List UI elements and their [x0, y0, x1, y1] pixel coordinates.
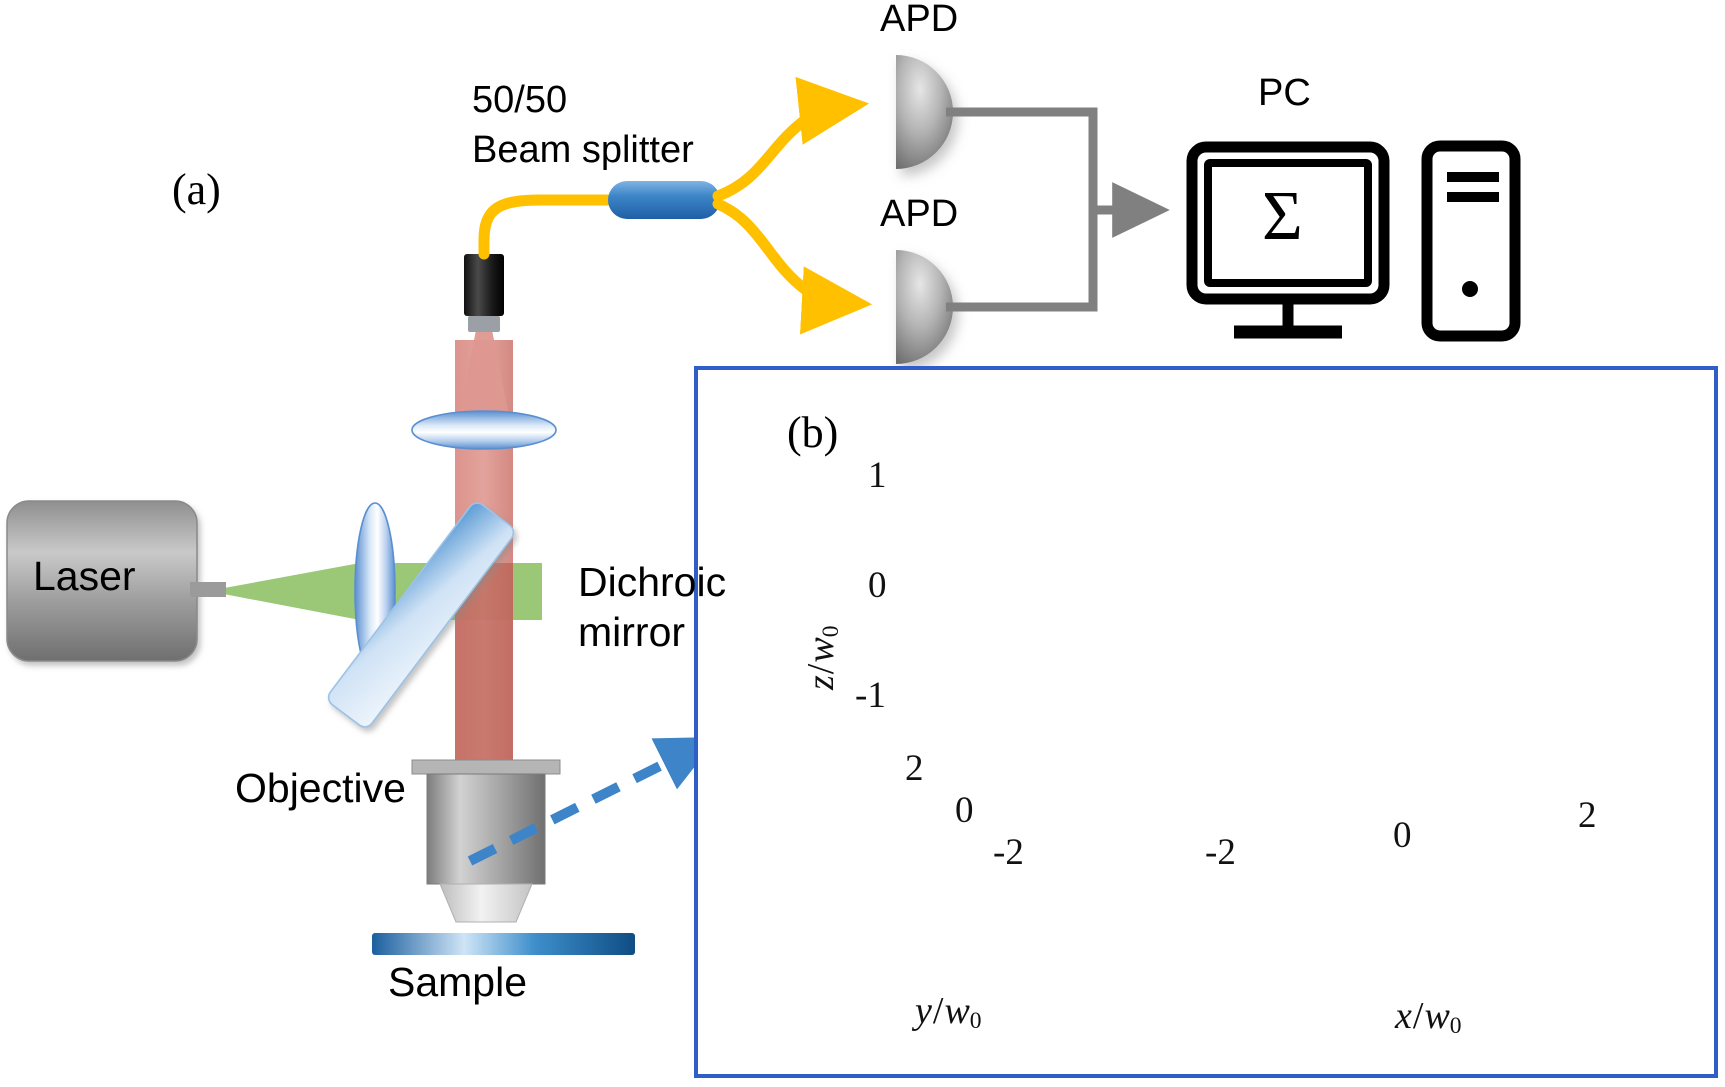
x-tick-2: 2 — [1578, 795, 1597, 836]
x-axis-slash: / — [1412, 995, 1424, 1037]
dichroic-label-line2: mirror — [578, 609, 686, 655]
dichroic-label-line1: Dichroic — [578, 559, 727, 605]
x-tick-0: 0 — [1393, 815, 1412, 856]
z-axis-slash: / — [800, 663, 842, 675]
y-axis-subscript: 0 — [969, 1008, 982, 1035]
laser-output-stub — [190, 582, 226, 597]
z-axis-label-text: z — [800, 675, 842, 690]
panel-a-label: (a) — [172, 165, 221, 214]
x-axis-label: x/w0 — [1395, 995, 1462, 1040]
fiber-to-apd-bottom — [712, 198, 873, 335]
z-axis-w: w — [800, 637, 842, 663]
pc-monitor — [1186, 141, 1390, 339]
x-axis-subscript: 0 — [1449, 1013, 1462, 1040]
z-tick-minus1: -1 — [855, 675, 886, 716]
laser-label: Laser — [33, 553, 136, 599]
laser-source — [6, 500, 198, 662]
z-tick-0: 0 — [868, 565, 887, 606]
apd-top-label: APD — [880, 0, 959, 40]
fiber-to-apd-top — [712, 76, 870, 202]
z-tick-1: 1 — [868, 455, 887, 496]
y-axis-slash: / — [932, 990, 944, 1032]
beam-splitter — [608, 181, 720, 219]
beamsplitter-label-line1: 50/50 — [472, 79, 568, 121]
y-axis-label-text: y — [915, 990, 932, 1032]
sample-slide — [372, 933, 635, 955]
sample-label: Sample — [388, 959, 528, 1005]
z-axis-label: z/w0 — [800, 626, 845, 691]
beamsplitter-label-line2: Beam splitter — [472, 129, 694, 171]
pc-label: PC — [1258, 72, 1311, 114]
x-axis-w: w — [1424, 995, 1450, 1037]
panel-b-label: (b) — [787, 408, 839, 457]
y-axis-w: w — [944, 990, 970, 1032]
x-axis-label-text: x — [1395, 995, 1412, 1037]
pc-sum-symbol: Σ — [1262, 178, 1303, 255]
apd-signal-wiring — [946, 107, 1170, 312]
y-tick-0: 0 — [955, 790, 974, 831]
apd-detector-bottom — [896, 250, 953, 364]
x-tick-minus2: -2 — [1205, 832, 1236, 873]
y-tick-minus2: -2 — [993, 832, 1024, 873]
optical-fiber-path — [478, 194, 616, 260]
objective-lens — [411, 759, 561, 923]
dichroic-mirror — [327, 502, 515, 728]
objective-label: Objective — [235, 765, 406, 811]
y-axis-label: y/w0 — [915, 990, 982, 1035]
fiber-coupler — [464, 254, 504, 332]
tube-lens — [411, 410, 557, 450]
z-axis-subscript: 0 — [818, 625, 845, 638]
apd-bottom-label: APD — [880, 193, 959, 235]
y-tick-2: 2 — [905, 748, 924, 789]
pc-tower — [1421, 140, 1521, 342]
inset-panel-border — [694, 366, 1718, 1078]
apd-detector-top — [896, 55, 953, 169]
